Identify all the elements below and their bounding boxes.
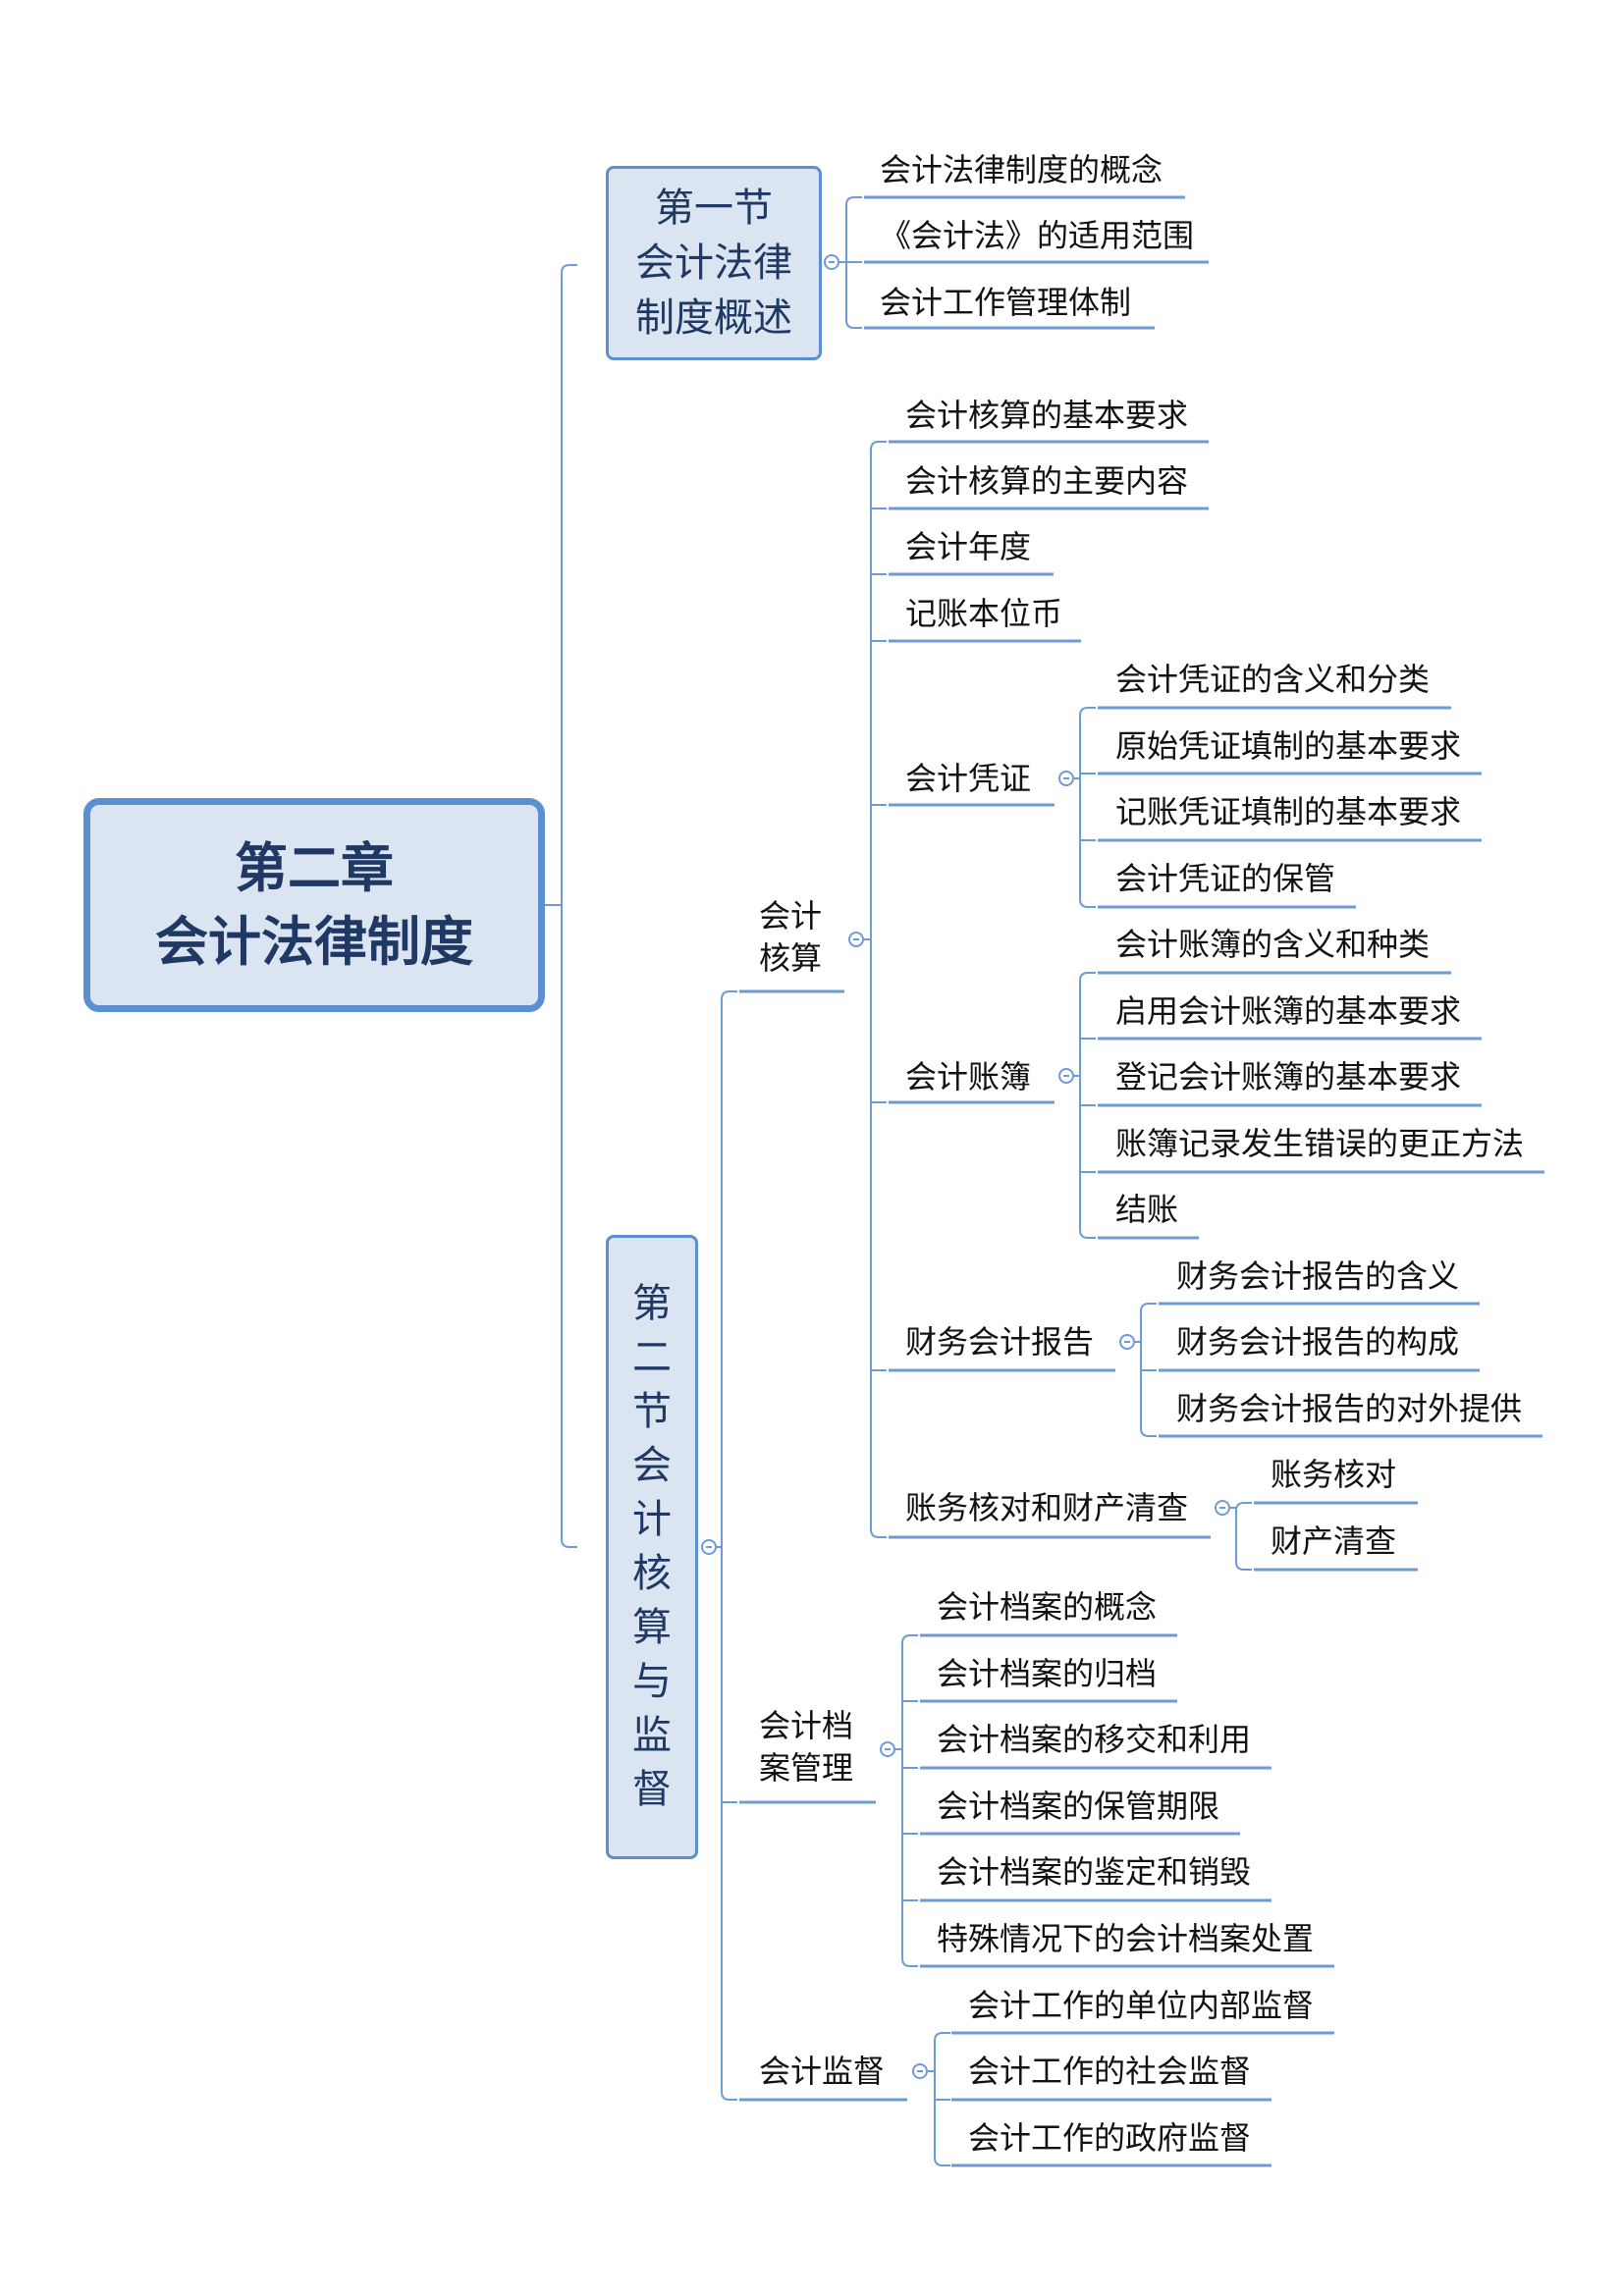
report-item[interactable]: 财务会计报告的对外提供 — [1176, 1390, 1523, 1427]
check-item[interactable]: 财产清查 — [1271, 1522, 1397, 1560]
books-item[interactable]: 登记会计账簿的基本要求 — [1115, 1058, 1462, 1095]
section1-item[interactable]: 会计工作管理体制 — [880, 284, 1132, 321]
section1-item[interactable]: 《会计法》的适用范围 — [880, 217, 1195, 254]
check-bracket — [1235, 1502, 1252, 1571]
archives-item[interactable]: 会计档案的鉴定和销毁 — [937, 1853, 1252, 1891]
accounting-item[interactable]: 会计核算的基本要求 — [905, 397, 1189, 434]
archives-item[interactable]: 会计档案的保管期限 — [937, 1788, 1220, 1825]
section2-collapse-icon[interactable] — [701, 1539, 717, 1555]
section1-title-line2: 会计法律 — [635, 240, 792, 286]
report-bracket — [1140, 1303, 1157, 1437]
section1-title-line1: 第一节 — [655, 186, 773, 231]
topic-report[interactable]: 财务会计报告 — [905, 1323, 1095, 1361]
report-collapse-icon[interactable] — [1119, 1334, 1135, 1350]
topic-books[interactable]: 会计账簿 — [905, 1058, 1032, 1095]
section2-title: 第二节 会计核算与监督 — [632, 1281, 711, 1812]
topic-supervision[interactable]: 会计监督 — [759, 2053, 886, 2090]
section1-collapse-icon[interactable] — [824, 254, 839, 270]
books-collapse-icon[interactable] — [1058, 1068, 1074, 1084]
voucher-bracket — [1079, 707, 1096, 908]
check-collapse-icon[interactable] — [1215, 1500, 1230, 1516]
archives-item[interactable]: 会计档案的概念 — [937, 1588, 1158, 1626]
section1-bracket — [845, 196, 862, 329]
accounting-collapse-icon[interactable] — [848, 932, 864, 947]
supervision-collapse-icon[interactable] — [912, 2063, 928, 2079]
archives-bracket — [901, 1634, 918, 1967]
root-title-line1: 第二章 — [235, 837, 394, 899]
archives-item[interactable]: 特殊情况下的会计档案处置 — [937, 1920, 1315, 1957]
accounting-item[interactable]: 会计年度 — [905, 528, 1032, 565]
topic-check[interactable]: 账务核对和财产清查 — [905, 1489, 1189, 1526]
check-item[interactable]: 账务核对 — [1271, 1456, 1397, 1493]
archives-item[interactable]: 会计档案的移交和利用 — [937, 1721, 1252, 1758]
books-item[interactable]: 结账 — [1115, 1191, 1179, 1228]
section2-bracket — [721, 990, 737, 2101]
accounting-item[interactable]: 会计核算的主要内容 — [905, 462, 1189, 500]
supervision-bracket — [934, 2032, 950, 2166]
section1-node[interactable]: 第一节 会计法律 制度概述 — [606, 166, 822, 360]
accounting-item[interactable]: 记账本位币 — [905, 595, 1063, 632]
voucher-item[interactable]: 原始凭证填制的基本要求 — [1115, 727, 1462, 765]
books-item[interactable]: 会计账簿的含义和种类 — [1115, 926, 1431, 963]
root-node[interactable]: 第二章 会计法律制度 — [83, 798, 545, 1012]
root-bracket — [561, 264, 577, 1548]
topic-accounting[interactable]: 会计 核算 — [759, 897, 823, 977]
books-item[interactable]: 账簿记录发生错误的更正方法 — [1115, 1125, 1525, 1162]
books-bracket — [1079, 972, 1096, 1239]
accounting-bracket — [870, 441, 887, 1538]
topic-archives[interactable]: 会计档 案管理 — [759, 1707, 854, 1787]
archives-item[interactable]: 会计档案的归档 — [937, 1655, 1158, 1692]
voucher-collapse-icon[interactable] — [1058, 771, 1074, 786]
report-item[interactable]: 财务会计报告的含义 — [1176, 1257, 1460, 1295]
voucher-item[interactable]: 会计凭证的保管 — [1115, 860, 1336, 897]
voucher-item[interactable]: 记账凭证填制的基本要求 — [1115, 793, 1462, 830]
section2-node[interactable]: 第二节 会计核算与监督 — [606, 1235, 698, 1859]
supervision-item[interactable]: 会计工作的社会监督 — [968, 2053, 1252, 2090]
archives-collapse-icon[interactable] — [880, 1741, 895, 1757]
supervision-item[interactable]: 会计工作的政府监督 — [968, 2119, 1252, 2157]
root-title-line2: 会计法律制度 — [155, 911, 473, 973]
section1-title-line3: 制度概述 — [635, 295, 792, 341]
voucher-item[interactable]: 会计凭证的含义和分类 — [1115, 661, 1431, 698]
books-item[interactable]: 启用会计账簿的基本要求 — [1115, 992, 1462, 1030]
supervision-item[interactable]: 会计工作的单位内部监督 — [968, 1987, 1315, 2024]
topic-voucher[interactable]: 会计凭证 — [905, 760, 1032, 797]
report-item[interactable]: 财务会计报告的构成 — [1176, 1323, 1460, 1361]
section1-item[interactable]: 会计法律制度的概念 — [880, 151, 1163, 188]
